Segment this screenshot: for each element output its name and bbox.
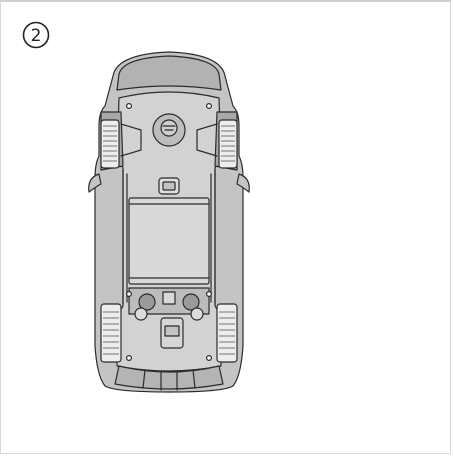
mirror-left — [88, 173, 102, 193]
rear-left-tire — [100, 303, 122, 363]
front-bumper — [116, 55, 222, 91]
battery-compartment-lid — [128, 197, 210, 285]
car-underside-drawing — [88, 51, 250, 393]
rear-right-tire — [216, 303, 238, 363]
step-number: 2 — [31, 26, 42, 46]
rear-diffuser — [114, 365, 224, 390]
step-number-badge: 2 — [21, 20, 51, 50]
car-underside-illustration — [83, 46, 255, 402]
mirror-right — [236, 173, 250, 193]
